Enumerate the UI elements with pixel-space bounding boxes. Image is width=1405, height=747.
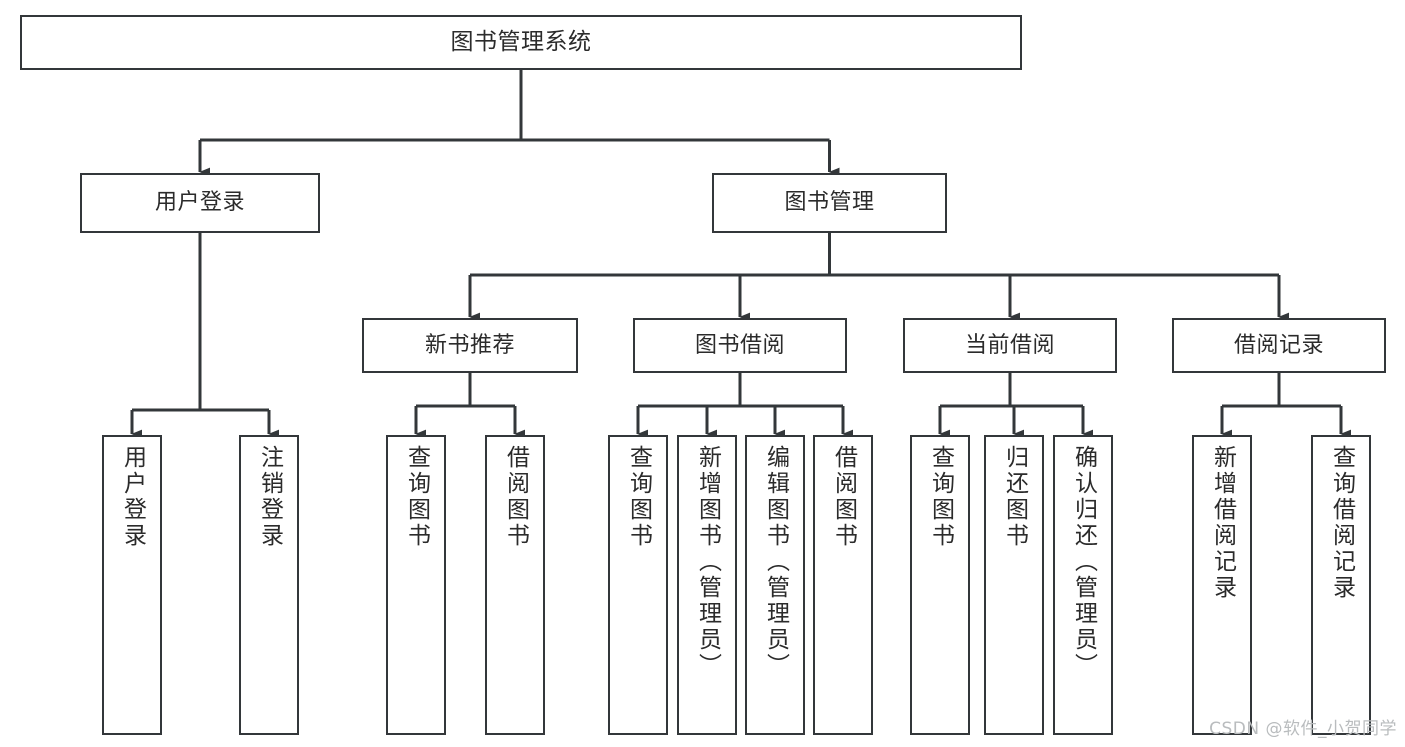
node-label-book-borrow: 图书借阅 xyxy=(694,332,785,358)
node-leaf-add-book[interactable]: 新增图书（管理员） xyxy=(677,435,737,735)
node-book-manage[interactable]: 图书管理 xyxy=(712,173,947,233)
watermark-label: CSDN @软件_小贺同学 xyxy=(1209,719,1397,739)
node-current-borrow[interactable]: 当前借阅 xyxy=(903,318,1117,373)
node-label-leaf-return-book: 归还图书 xyxy=(1001,445,1028,549)
node-label-root: 图书管理系统 xyxy=(450,28,592,55)
node-label-leaf-query-book-2: 查询图书 xyxy=(625,445,652,549)
node-label-borrow-record: 借阅记录 xyxy=(1233,332,1324,358)
node-label-leaf-confirm-return: 确认归还（管理员） xyxy=(1070,445,1097,679)
node-label-user-login: 用户登录 xyxy=(154,190,245,216)
node-leaf-return-book[interactable]: 归还图书 xyxy=(984,435,1044,735)
node-label-leaf-edit-book: 编辑图书（管理员） xyxy=(762,445,789,679)
connector-lines xyxy=(130,70,1352,439)
node-label-leaf-add-book: 新增图书（管理员） xyxy=(694,445,721,679)
node-label-current-borrow: 当前借阅 xyxy=(964,332,1055,358)
node-user-login[interactable]: 用户登录 xyxy=(80,173,320,233)
node-leaf-logout[interactable]: 注销登录 xyxy=(239,435,299,735)
node-borrow-record[interactable]: 借阅记录 xyxy=(1172,318,1386,373)
node-label-leaf-logout: 注销登录 xyxy=(256,445,283,549)
node-label-new-book-rec: 新书推荐 xyxy=(424,332,515,358)
node-leaf-query-book-1[interactable]: 查询图书 xyxy=(386,435,446,735)
node-label-leaf-borrow-book-2: 借阅图书 xyxy=(830,445,857,549)
node-leaf-query-record[interactable]: 查询借阅记录 xyxy=(1311,435,1371,735)
node-leaf-borrow-book-2[interactable]: 借阅图书 xyxy=(813,435,873,735)
node-leaf-borrow-book-1[interactable]: 借阅图书 xyxy=(485,435,545,735)
node-book-borrow[interactable]: 图书借阅 xyxy=(633,318,847,373)
node-leaf-add-record[interactable]: 新增借阅记录 xyxy=(1192,435,1252,735)
node-leaf-edit-book[interactable]: 编辑图书（管理员） xyxy=(745,435,805,735)
node-label-leaf-user-login: 用户登录 xyxy=(119,445,146,549)
node-label-leaf-borrow-book-1: 借阅图书 xyxy=(502,445,529,549)
node-root[interactable]: 图书管理系统 xyxy=(20,15,1022,70)
node-leaf-user-login[interactable]: 用户登录 xyxy=(102,435,162,735)
node-leaf-query-book-3[interactable]: 查询图书 xyxy=(910,435,970,735)
node-label-leaf-add-record: 新增借阅记录 xyxy=(1209,445,1236,601)
node-label-leaf-query-book-1: 查询图书 xyxy=(403,445,430,549)
node-label-leaf-query-record: 查询借阅记录 xyxy=(1328,445,1355,601)
node-label-leaf-query-book-3: 查询图书 xyxy=(927,445,954,549)
node-new-book-rec[interactable]: 新书推荐 xyxy=(362,318,578,373)
node-leaf-confirm-return[interactable]: 确认归还（管理员） xyxy=(1053,435,1113,735)
node-label-book-manage: 图书管理 xyxy=(784,190,875,216)
node-leaf-query-book-2[interactable]: 查询图书 xyxy=(608,435,668,735)
